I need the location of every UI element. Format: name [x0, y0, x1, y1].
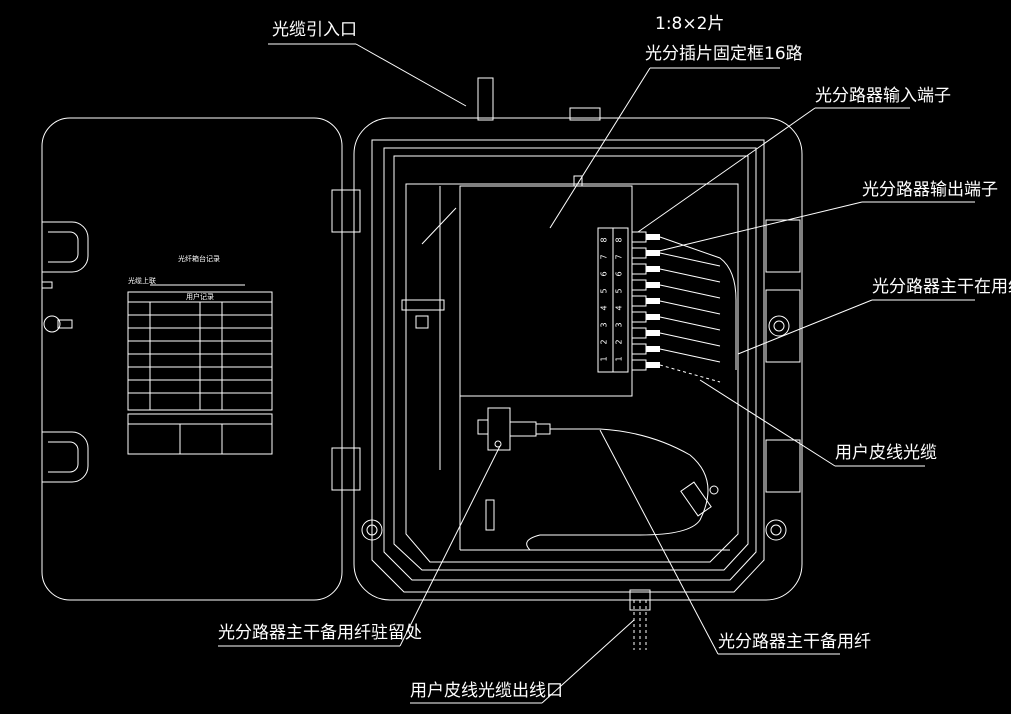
port-number: 3: [614, 322, 624, 328]
label-drop-cable-exit: 用户皮线光缆出线口: [410, 681, 563, 701]
connector: [631, 327, 660, 339]
port-number: 7: [614, 254, 624, 260]
trunk-spare-fiber: [477, 407, 719, 551]
port-number: 6: [614, 271, 624, 277]
port-number: 7: [599, 254, 609, 260]
port-number: 1: [599, 356, 609, 362]
label-drop-cable: 用户皮线光缆: [835, 443, 937, 463]
port-number: 3: [599, 322, 609, 328]
door-card-title: 光纤箱台记录: [178, 255, 220, 263]
port-number: 2: [599, 339, 609, 345]
connector: [631, 247, 660, 259]
connector: [631, 231, 660, 243]
port-number: 8: [614, 237, 624, 243]
port-number: 6: [599, 271, 609, 277]
label-splitter-count: 1:8×2片: [655, 14, 725, 34]
label-splitter-input: 光分路器输入端子: [815, 86, 951, 106]
port-number: 5: [614, 288, 624, 294]
label-trunk-spare-storage: 光分路器主干备用纤驻留处: [218, 623, 422, 643]
connector: [631, 295, 660, 307]
port-number: 5: [599, 288, 609, 294]
label-trunk-in-use: 光分路器主干在用纤: [872, 277, 1011, 297]
door-card-field-label: 光缆上联: [128, 277, 156, 285]
splitter-output-connectors: [631, 231, 737, 383]
label-trunk-spare: 光分路器主干备用纤: [718, 632, 871, 652]
port-number: 4: [599, 305, 609, 311]
connector: [631, 279, 660, 291]
label-splitter-output: 光分路器输出端子: [862, 180, 998, 200]
box-door: [41, 117, 361, 601]
label-cable-entry: 光缆引入口: [272, 20, 357, 40]
splitter-frame: [401, 175, 730, 551]
port-number: 2: [614, 339, 624, 345]
port-number: 8: [599, 237, 609, 243]
door-card-table-header: 用户记录: [186, 293, 214, 301]
box-body: [353, 77, 803, 650]
port-number: 1: [614, 356, 624, 362]
connector: [631, 263, 660, 275]
connector: [631, 311, 660, 323]
label-splitter-frame: 光分插片固定框16路: [645, 44, 803, 64]
leader-lines: [218, 43, 975, 704]
connector: [631, 343, 660, 355]
port-number: 4: [614, 305, 624, 311]
connector: [631, 359, 660, 371]
